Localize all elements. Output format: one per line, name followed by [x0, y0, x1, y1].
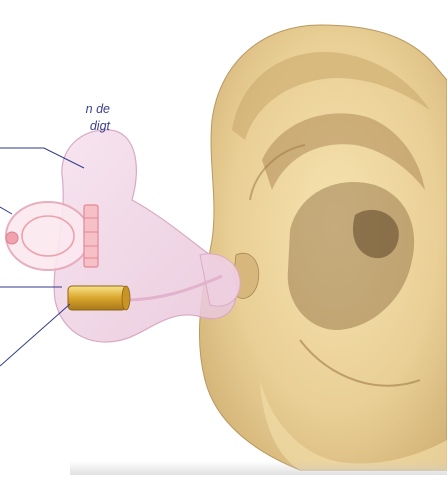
leader-line-faceplate — [0, 207, 12, 214]
leader-line-battery — [0, 304, 70, 366]
hearing-aid-faceplate — [6, 202, 90, 270]
microphone-port — [6, 232, 18, 244]
callout-label-line1: n de — [86, 101, 110, 118]
battery-cylinder — [68, 286, 126, 310]
floor-shadow — [70, 461, 447, 475]
callout-label-line2: digt — [90, 118, 110, 135]
battery-cap — [122, 286, 130, 310]
